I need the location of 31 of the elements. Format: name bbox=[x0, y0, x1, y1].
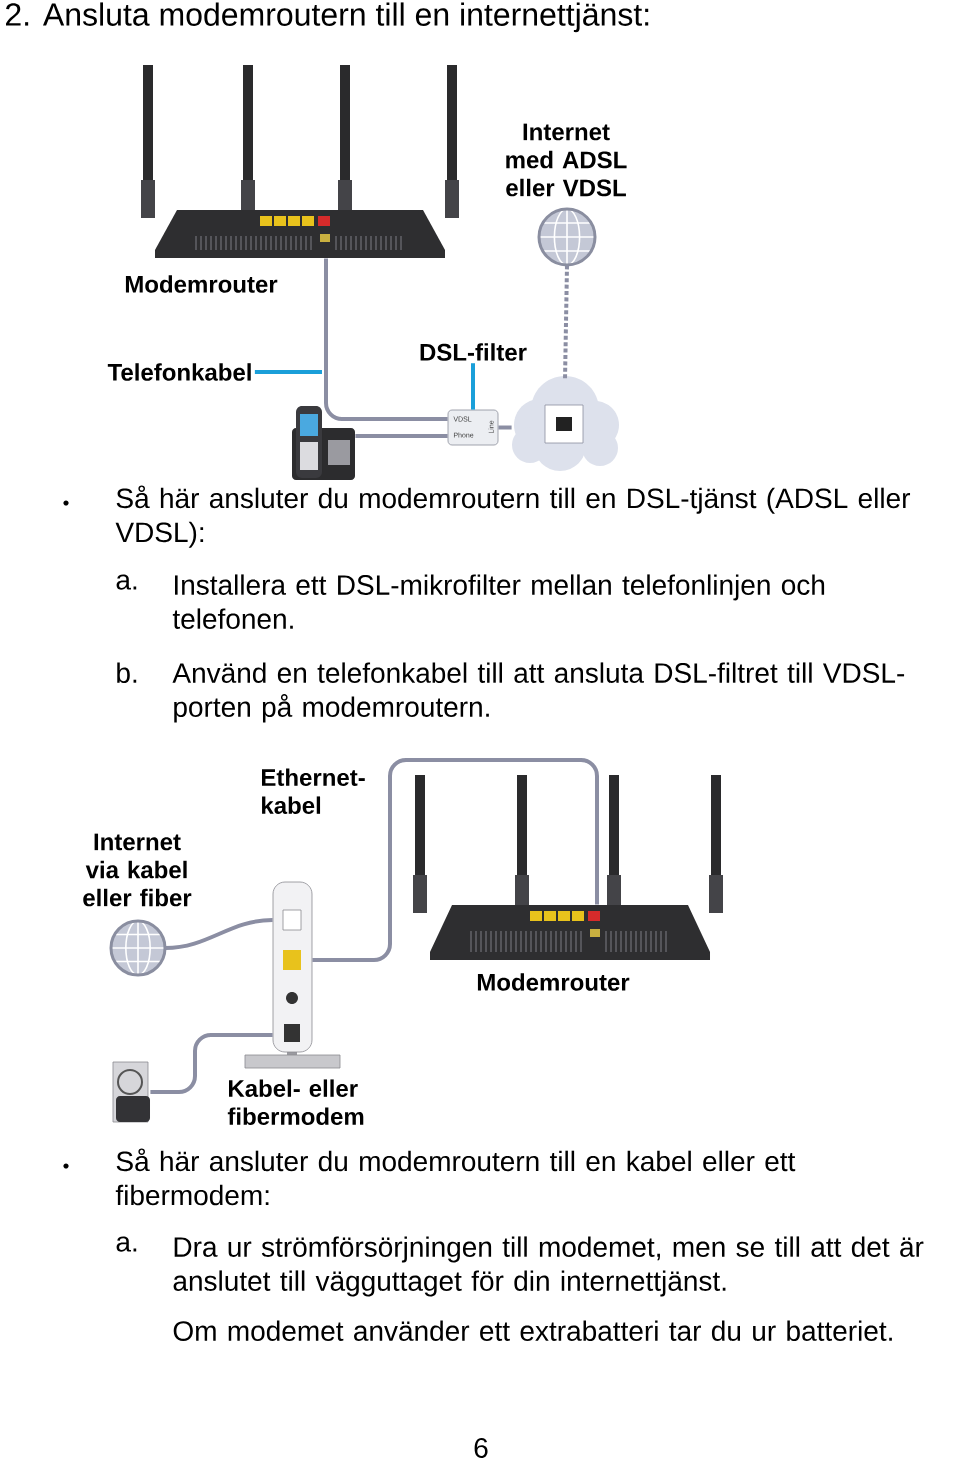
node-label: DSL-filter bbox=[420, 343, 527, 361]
wall-jack-drawing bbox=[512, 376, 619, 471]
power-outlet-drawing bbox=[112, 1061, 150, 1123]
list-marker: b. bbox=[117, 662, 137, 683]
paragraph: Dra ur strömförsörjningen till modemet, men se till att det är anslutet till vägguttaget för din internettjänst. bbox=[173, 1236, 924, 1297]
leader-line bbox=[471, 363, 475, 410]
list-marker: a. bbox=[116, 1236, 137, 1252]
paragraph: Använd en telefonkabel till att ansluta DSL-filtret till VDSL-porten på modemroutern. bbox=[172, 662, 905, 723]
cable bbox=[355, 434, 448, 438]
cable bbox=[150, 1033, 273, 1094]
paragraph: Så här ansluter du modemroutern till en DSL-tjänst (ADSL eller VDSL): bbox=[115, 485, 911, 548]
cable bbox=[165, 918, 273, 950]
cable bbox=[498, 425, 512, 430]
leader-line bbox=[254, 370, 322, 374]
cable bbox=[324, 258, 448, 421]
node-label: Internet med ADSL eller VDSL bbox=[506, 123, 627, 197]
paragraph: Installera ett DSL-mikrofilter mellan telefonlinjen och telefonen. bbox=[172, 574, 825, 629]
node-label: Internet via kabel eller fiber bbox=[83, 833, 192, 907]
telephone-drawing bbox=[292, 406, 355, 480]
list-marker: a. bbox=[116, 574, 137, 590]
cable bbox=[563, 265, 569, 380]
paragraph: Om modemet använder ett extrabatteri tar du ur batteriet. bbox=[173, 1320, 892, 1341]
page-number: 6 bbox=[474, 1438, 488, 1458]
node-label: Kabel- eller fibermodem bbox=[227, 1079, 364, 1125]
heading: 2. Ansluta modemroutern till en internettjänst: bbox=[6, 2, 649, 33]
node-label: Modemrouter bbox=[125, 275, 278, 293]
node-label: Telefonkabel bbox=[107, 363, 251, 381]
cable-label: Ethernet-kabel bbox=[262, 768, 365, 814]
paragraph: Så här ansluter du modemroutern till en kabel eller ett fibermodem: bbox=[115, 1148, 796, 1206]
dsl-filter bbox=[447, 409, 499, 446]
node-label: Modemrouter bbox=[477, 973, 630, 991]
